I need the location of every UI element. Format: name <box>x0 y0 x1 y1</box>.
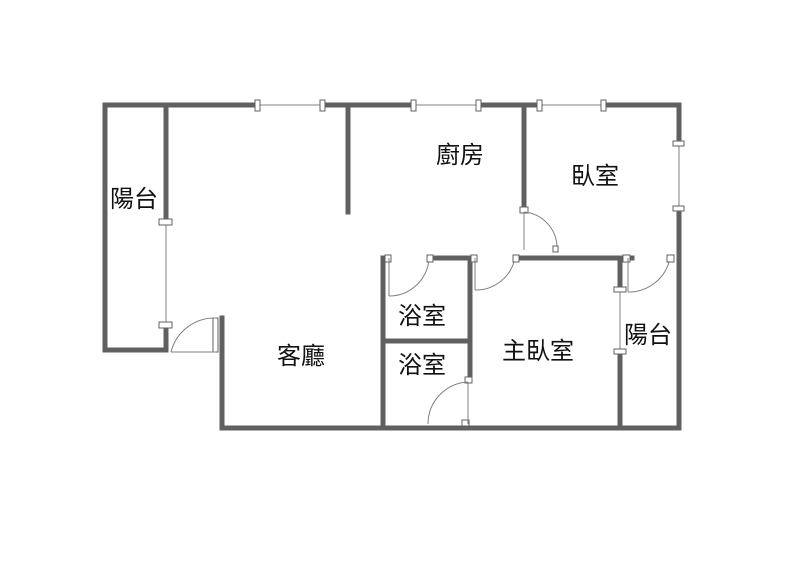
window-top-1-mark-b <box>319 99 326 112</box>
window-balcony-right-mark-a <box>613 286 627 293</box>
room-label-balcony-right: 陽台 <box>624 322 672 349</box>
room-labels: 陽台 廚房 臥室 客廳 浴室 浴室 主臥室 陽台 <box>110 142 672 379</box>
door-entrance <box>170 317 219 353</box>
window-balcony-left-mark-b <box>158 321 173 329</box>
room-label-living-room: 客廳 <box>277 343 325 370</box>
window-top-3-mark-b <box>600 99 607 112</box>
room-label-kitchen: 廚房 <box>436 142 484 169</box>
window-balcony-left-mark-a <box>158 218 173 226</box>
window-right-mark-a <box>672 140 685 147</box>
room-label-bathroom-2: 浴室 <box>398 352 446 379</box>
room-label-bathroom-1: 浴室 <box>398 303 446 330</box>
door-hall <box>470 254 520 291</box>
window-top-2-mark-b <box>475 99 482 112</box>
window-top-2-mark-a <box>410 99 417 112</box>
wall-balcony-left <box>102 102 169 353</box>
room-label-bedroom: 臥室 <box>571 163 619 190</box>
door-bathroom-2 <box>427 376 473 427</box>
window-top-1-mark-a <box>254 99 261 112</box>
windows <box>158 99 685 355</box>
window-right-mark-b <box>672 205 685 212</box>
door-master-bedroom <box>622 254 675 293</box>
room-label-master-bedroom: 主臥室 <box>502 338 574 365</box>
window-balcony-right-mark-b <box>613 348 627 355</box>
doors <box>170 206 675 427</box>
window-top-3-mark-a <box>536 99 543 112</box>
door-bathroom-1 <box>384 254 434 297</box>
room-label-balcony-left: 陽台 <box>110 186 158 213</box>
door-bedroom <box>519 206 559 253</box>
walls <box>102 102 682 431</box>
